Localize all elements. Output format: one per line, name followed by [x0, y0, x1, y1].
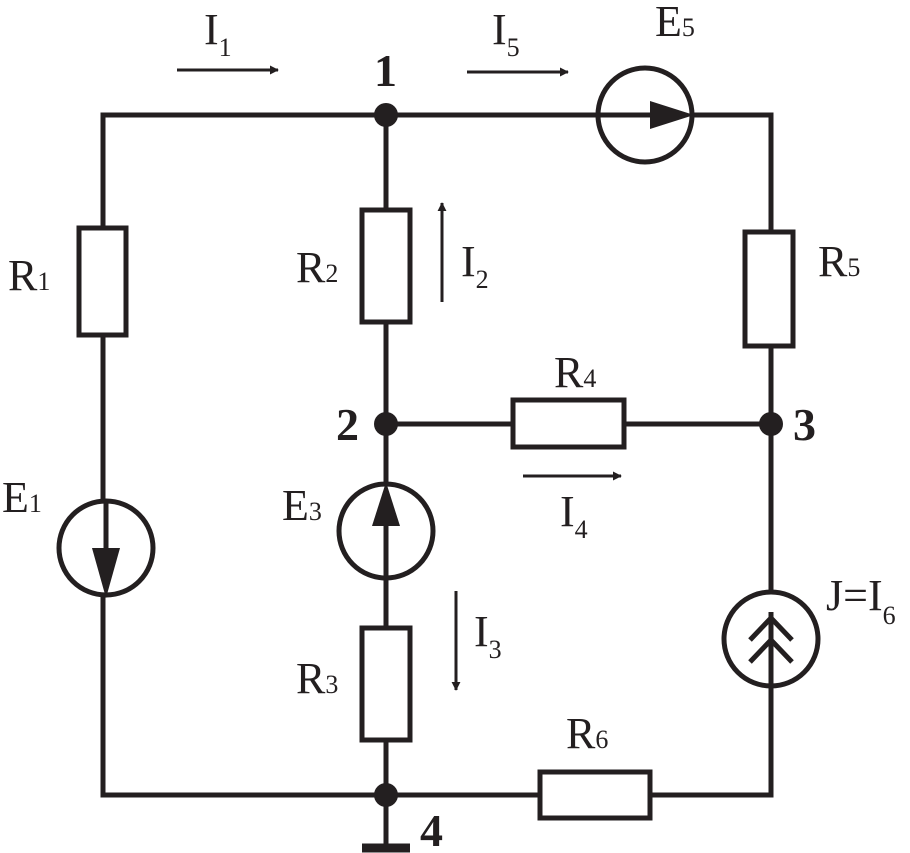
- resistor-r1: [76, 225, 129, 338]
- source-e1-arrow-head: [92, 548, 120, 598]
- wire-j-bottom: [647, 683, 774, 798]
- label-r1: R1: [8, 251, 50, 300]
- label-j: J=I6: [826, 571, 896, 630]
- label-r5: R5: [818, 237, 860, 286]
- node-dot-1: [374, 103, 398, 127]
- voltage-source-e3: [336, 481, 436, 581]
- wire-top-right: [687, 112, 774, 235]
- resistor-r6: [537, 769, 653, 821]
- node-dot-4: [374, 783, 398, 807]
- resistors: [76, 207, 796, 821]
- resistor-r4: [510, 397, 627, 450]
- node-dots: [374, 103, 783, 807]
- label-e5: E5: [655, 0, 695, 46]
- current-source-chevron-upper: [748, 614, 794, 642]
- label-r3: R3: [296, 654, 338, 703]
- label-i5: I5: [492, 5, 520, 62]
- node-label-1: 1: [374, 45, 397, 96]
- resistor-r5: [742, 229, 796, 349]
- wires: [100, 112, 774, 853]
- source-e5-arrow-head: [650, 101, 694, 129]
- node-dot-2: [374, 412, 398, 436]
- voltage-source-e1: [56, 498, 156, 598]
- node-label-3: 3: [793, 399, 816, 450]
- wire-left-bottom: [100, 594, 389, 798]
- voltage-source-e5: [595, 65, 695, 165]
- current-source-chevron-lower: [748, 636, 794, 664]
- resistor-r2: [359, 207, 413, 325]
- source-e3-arrow-head: [372, 482, 400, 526]
- label-i1: I1: [204, 5, 232, 62]
- label-r4: R4: [554, 348, 596, 397]
- node-dot-3: [759, 412, 783, 436]
- node-label-2: 2: [336, 399, 359, 450]
- node-label-4: 4: [420, 805, 443, 853]
- current-source-j: [721, 589, 821, 689]
- resistor-r3: [359, 625, 413, 743]
- label-e1: E1: [2, 473, 42, 522]
- label-r2: R2: [296, 243, 338, 292]
- label-r6: R6: [566, 709, 608, 758]
- label-i2: I2: [461, 237, 489, 294]
- label-i3: I3: [474, 607, 502, 664]
- current-arrows: [177, 65, 622, 691]
- label-e3: E3: [282, 481, 322, 530]
- wire-top-left: [100, 112, 389, 231]
- label-i4: I4: [560, 487, 588, 544]
